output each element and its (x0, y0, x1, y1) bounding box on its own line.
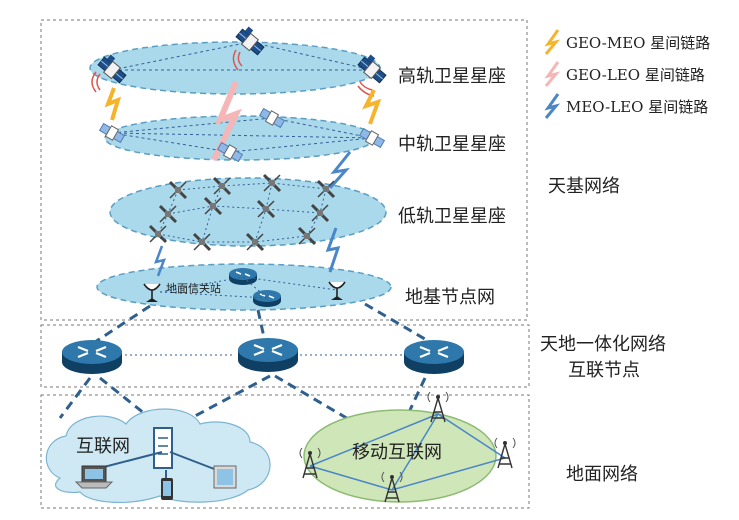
legend-geo-leo-label: GEO-LEO 星间链路 (566, 66, 705, 84)
legend-meo-leo-icon (544, 93, 561, 119)
leo-orbit (109, 177, 387, 247)
geo-leo-link-icon (211, 80, 242, 162)
leo-layer-label: 低轨卫星星座 (398, 206, 506, 227)
signal-waves-icon (232, 49, 243, 71)
interconnect-box (40, 324, 530, 388)
ground-node-layer-label: 地基节点网 (405, 287, 495, 308)
space-network-box (40, 19, 528, 321)
mobile-towers (299, 391, 516, 503)
internet-devices (74, 427, 237, 500)
interconnect-router-icon (60, 338, 124, 376)
geo-layer-label: 高轨卫星星座 (398, 66, 506, 87)
ground-node-links (159, 276, 338, 299)
signal-waves-icon (91, 71, 101, 93)
ground-node-orbit (96, 263, 392, 311)
interconnect-label-line2: 互联节点 (568, 360, 640, 381)
laptop-icon (74, 465, 114, 489)
interconnect-router-icon (236, 336, 300, 374)
geo-meo-link-icon (104, 87, 122, 121)
mobile-internet-label: 移动互联网 (352, 442, 442, 463)
leo-ground-link-icon (153, 245, 167, 277)
ground-station-label: 地面信关站 (166, 282, 221, 295)
space-network-label: 天基网络 (548, 176, 620, 197)
leo-ground-link-icon (325, 227, 341, 273)
ground-network-label: 地面网络 (566, 464, 638, 485)
ground-router-icon (252, 289, 282, 308)
ground-router-icon (228, 267, 258, 286)
geo-meo-link-icon (362, 89, 382, 125)
legend-meo-leo-label: MEO-LEO 星间链路 (566, 98, 709, 116)
server-icon (153, 427, 173, 469)
legend-geo-meo-icon (544, 29, 561, 55)
phone-icon (161, 478, 173, 500)
interconnect-router-icon (402, 338, 466, 376)
meo-layer-label: 中轨卫星星座 (398, 134, 506, 155)
tablet-icon (213, 465, 237, 489)
internet-cloud-label: 互联网 (76, 436, 130, 457)
interconnect-label-line1: 天地一体化网络 (540, 334, 666, 355)
interconnect-links (58, 302, 431, 434)
meo-leo-link-icon (328, 151, 352, 189)
legend-geo-meo-label: GEO-MEO 星间链路 (566, 34, 711, 52)
legend-geo-leo-icon (544, 61, 561, 87)
